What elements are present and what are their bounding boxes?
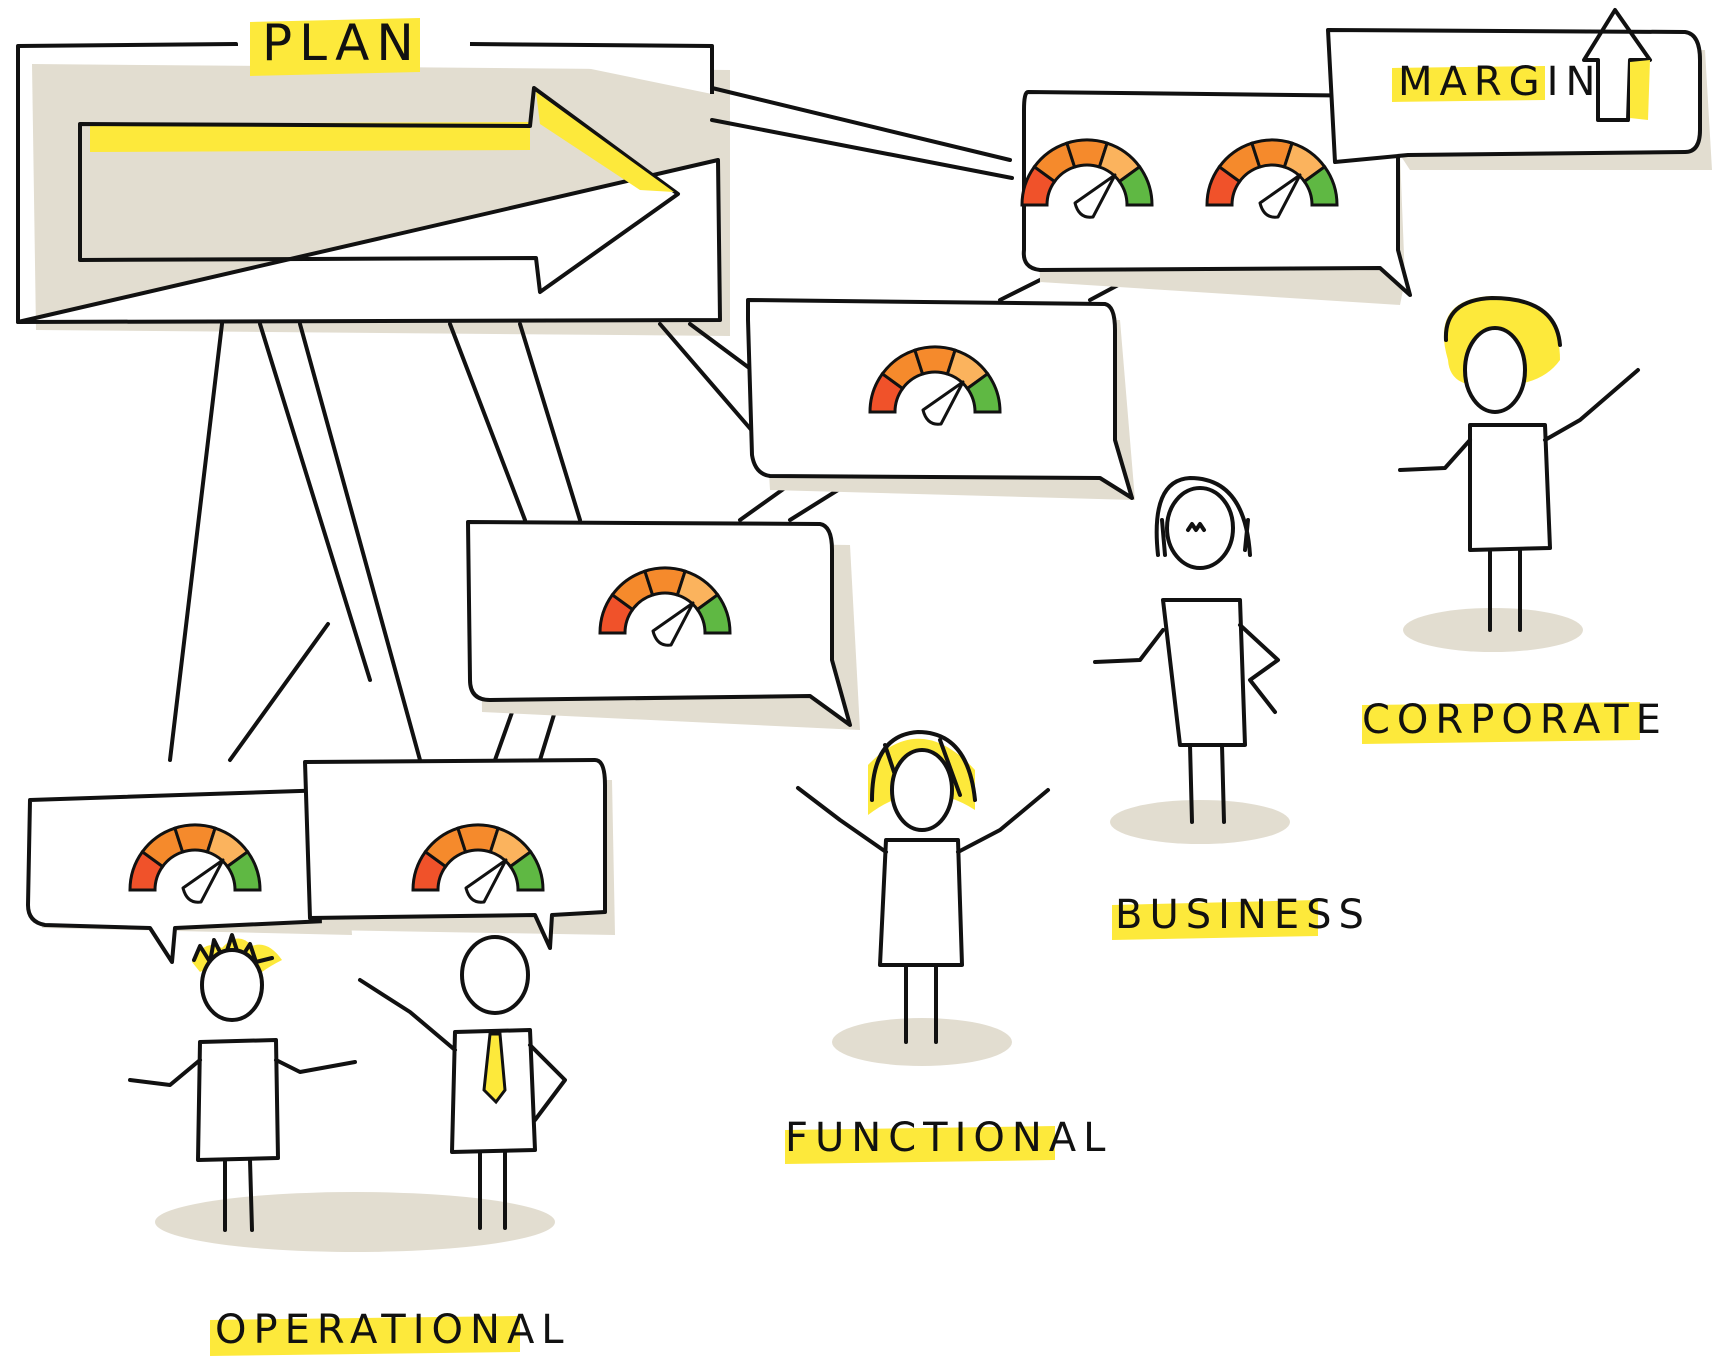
speech-bubble-operational-left	[26, 788, 352, 964]
ground-shadows	[155, 608, 1583, 1252]
connectors	[168, 86, 1152, 762]
margin-box	[1326, 8, 1712, 170]
plan-label: PLAN	[262, 14, 421, 72]
level-label-business: BUSINESS	[1115, 892, 1371, 938]
speech-bubble-corporate	[1020, 90, 1412, 305]
plan-box	[16, 42, 730, 336]
label-highlights	[210, 18, 1640, 1356]
speech-bubble-operational-right	[303, 758, 615, 950]
margin-label: MARGIN	[1398, 59, 1603, 105]
speech-bubble-functional	[466, 520, 860, 730]
person-icon	[128, 296, 1640, 1232]
level-label-functional: FUNCTIONAL	[785, 1115, 1113, 1161]
level-label-operational: OPERATIONAL	[215, 1307, 571, 1353]
level-label-corporate: CORPORATE	[1362, 697, 1668, 743]
arrow-up-icon	[1582, 8, 1652, 122]
speech-bubble-business	[746, 298, 1135, 500]
arrow-right-icon	[78, 86, 680, 294]
